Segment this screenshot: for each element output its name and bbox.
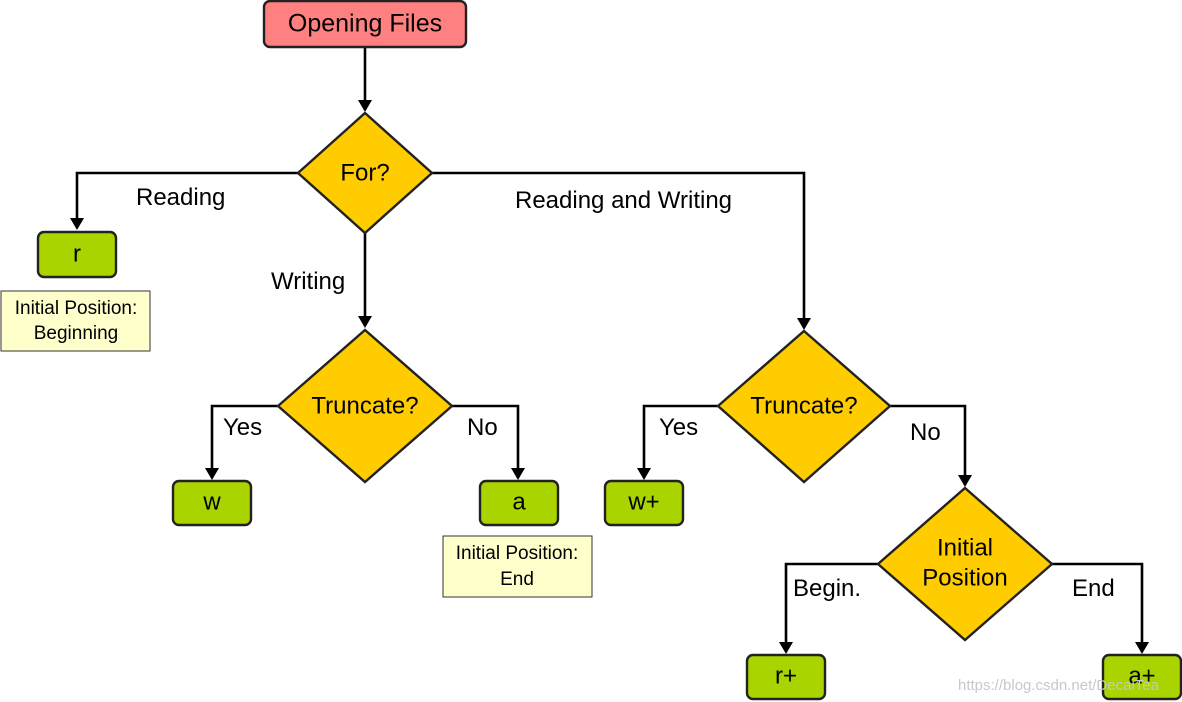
start-node-label: Opening Files	[288, 10, 442, 38]
edge-label-reading-and-writing: Reading and Writing	[515, 187, 732, 214]
decision-truncate-reading-writing: Truncate?	[716, 329, 892, 484]
edge-label-reading: Reading	[136, 184, 225, 211]
edge-truncate-write-to-a	[452, 404, 525, 480]
start-node-opening-files: Opening Files	[262, 0, 468, 49]
edge-for-to-truncate-rw	[432, 171, 811, 330]
watermark-text: https://blog.csdn.net/DecaiTea	[958, 677, 1160, 694]
mode-w-plus-label: w+	[627, 488, 659, 515]
note-r-line2: Beginning	[34, 323, 119, 344]
edge-label-writing: Writing	[271, 268, 345, 295]
note-a-line2: End	[500, 569, 534, 590]
edge-label-no-left: No	[467, 414, 498, 441]
mode-w-label: w	[202, 488, 221, 515]
mode-a: a	[478, 479, 560, 527]
decision-initial-position: Initial Position	[876, 486, 1054, 642]
note-r-initial-position: Initial Position: Beginning	[0, 290, 151, 352]
edge-truncate-rw-to-initial-position	[890, 404, 972, 487]
note-a-initial-position: Initial Position: End	[442, 535, 593, 598]
decision-for-label: For?	[340, 159, 389, 186]
decision-truncate-writing: Truncate?	[276, 328, 454, 484]
mode-r-plus: r+	[745, 653, 827, 701]
edge-label-end: End	[1072, 575, 1115, 602]
mode-a-plus: a+	[1101, 653, 1182, 701]
edge-label-yes-left: Yes	[223, 414, 262, 441]
edge-truncate-rw-to-w-plus	[637, 404, 718, 480]
decision-initial-position-label-line2: Position	[922, 564, 1007, 591]
mode-r: r	[36, 230, 118, 279]
note-r-line1: Initial Position:	[15, 298, 138, 319]
decision-truncate-rw-label: Truncate?	[750, 392, 857, 419]
note-a-line1: Initial Position:	[456, 543, 579, 564]
mode-w-plus: w+	[603, 479, 685, 527]
edge-initial-position-to-a-plus	[1052, 562, 1149, 654]
mode-a-plus-label: a+	[1128, 662, 1155, 689]
edge-truncate-write-to-w	[205, 404, 278, 480]
edges	[70, 48, 1149, 654]
mode-r-plus-label: r+	[775, 662, 797, 689]
edge-label-yes-right: Yes	[659, 414, 698, 441]
decision-initial-position-label-line1: Initial	[937, 534, 993, 561]
edge-label-no-right: No	[910, 419, 941, 446]
mode-a-label: a	[512, 488, 526, 515]
edge-for-to-r	[70, 171, 298, 230]
mode-w: w	[171, 479, 253, 527]
edge-initial-position-to-r-plus	[779, 562, 878, 654]
mode-r-label: r	[73, 240, 81, 267]
decision-for: For?	[296, 111, 434, 235]
edge-label-begin: Begin.	[793, 575, 861, 602]
decision-truncate-writing-label: Truncate?	[311, 392, 418, 419]
